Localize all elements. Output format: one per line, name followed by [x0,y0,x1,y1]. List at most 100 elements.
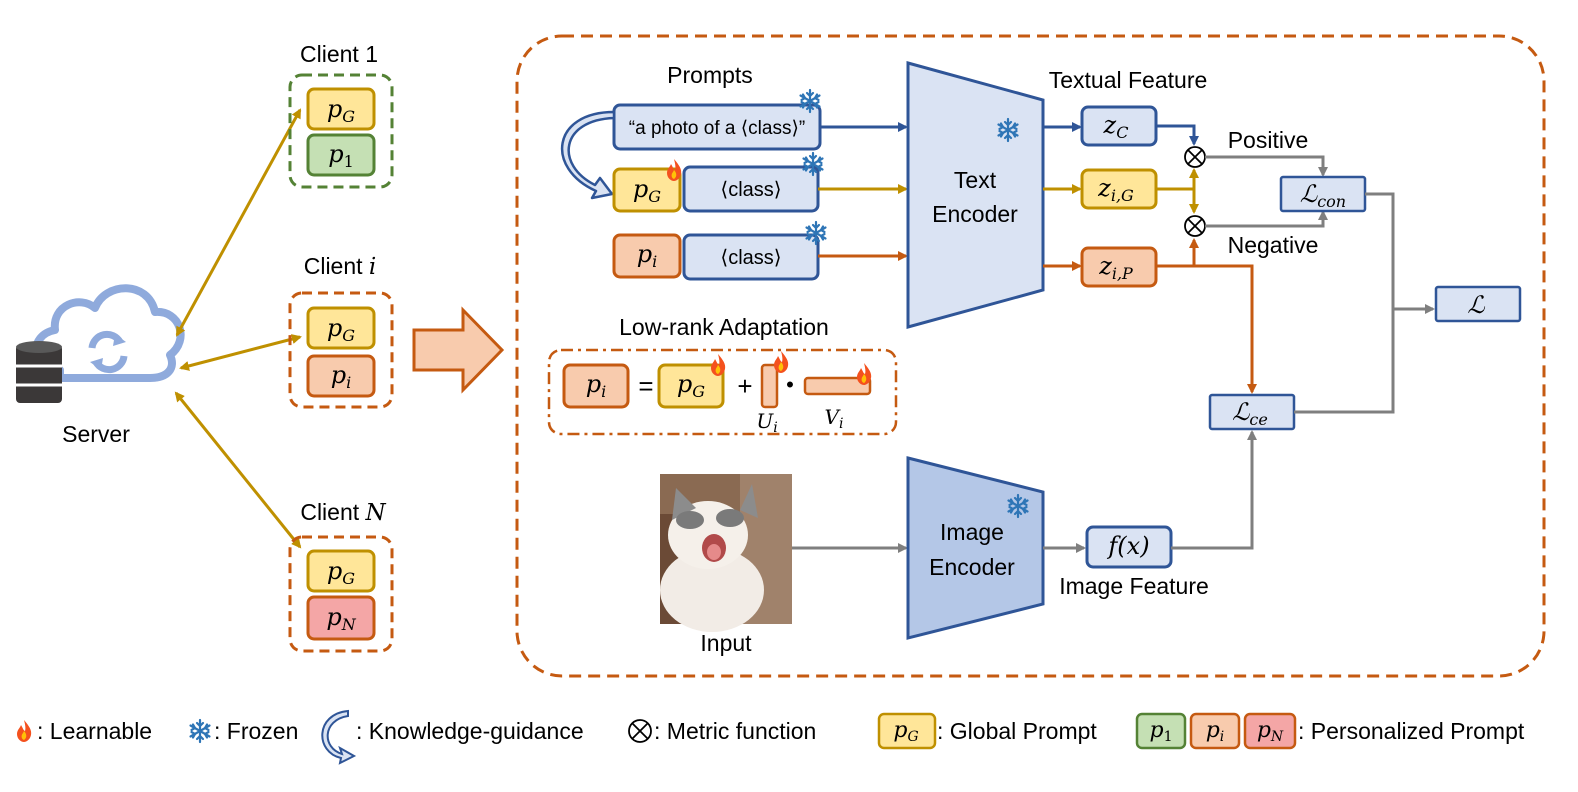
client-n-global-prompt-label: pG [327,557,355,588]
text-encoder: Text Encoder [906,61,1045,329]
negative-label: Negative [1228,232,1319,258]
personal-prompt-token [612,233,682,279]
guidance-icon [321,709,357,765]
image-encoder-line2: Encoder [929,554,1015,580]
legend-personalized-prompt: : Personalized Prompt [1298,718,1525,744]
client-i-box [288,291,394,409]
lora-lhs-prompt [562,363,630,409]
legend: : Learnable : Frozen : Knowledge-guidanc… [17,709,1525,765]
losses-merge-line [1294,192,1395,414]
client-1-personal-prompt-label: p1 [328,140,354,171]
text-encoder-line2: Encoder [932,201,1018,227]
client-1-global-prompt [306,87,376,131]
legend-p1-chip [1135,712,1187,750]
zig-to-positive-arrow [1156,168,1199,191]
positive-label: Positive [1228,127,1309,153]
fx-to-lce-arrow [1171,430,1257,550]
legend-global-prompt: : Global Prompt [937,718,1097,744]
legend-pn-chip-label: pN [1257,718,1284,745]
flame-icon [857,363,872,385]
client-detail-panel [515,34,1546,678]
client-n: Client N pG pN [288,499,394,653]
lora-global-label: pG [677,370,705,401]
cross-entropy-loss-label: ℒce [1232,398,1268,429]
lora-v-label: Vi [825,405,844,432]
flame-icon [711,354,726,376]
client-1-link-arrow [175,108,302,337]
lora-dot: • [786,372,794,397]
zip-to-lce-arrow [1156,264,1257,394]
lora-box [547,348,898,436]
contrastive-loss-label: ℒcon [1300,180,1346,211]
client-i-personal-prompt-label: pi [331,361,352,392]
z-ig-label: zi,G [1097,174,1134,205]
zip-to-negative-arrow [1156,238,1199,268]
class-token-2-label: ⟨class⟩ [720,247,781,269]
metric-icon [628,719,652,743]
legend-pi-chip [1189,712,1241,750]
input-image [660,474,792,632]
client-i: Client i pG pi [288,253,394,409]
negative-metric [1184,215,1206,237]
client-i-link-arrow [179,334,302,371]
client-i-personal-prompt [306,354,376,398]
client-n-box [288,535,394,653]
lora-global-prompt [657,363,725,409]
knowledge-guidance-arrow [560,110,616,200]
text-encoder-line1: Text [954,167,997,193]
client-1-title: Client 1 [300,41,378,67]
global-prompt-token [612,167,682,213]
personal-prompt-token-label: pi [637,240,658,271]
client-i-global-prompt [306,306,376,350]
client-1: Client 1 pG p1 [288,41,394,189]
flame-icon [774,351,789,373]
input-label: Input [700,630,752,656]
lora-u-matrix [760,363,779,409]
client-n-personal-prompt [306,595,376,641]
lora-plus: + [737,371,752,401]
textual-feature-title: Textual Feature [1049,67,1208,93]
image-encoder: Image Encoder [906,456,1045,640]
flame-icon [17,720,32,742]
total-loss [1434,285,1522,323]
cloud-icon [32,284,185,382]
image-feature-fx-label: f(x) [1106,532,1149,560]
lora-title: Low-rank Adaptation [619,314,829,340]
client-i-global-prompt-label: pG [327,314,355,345]
legend-frozen: : Frozen [214,718,298,744]
legend-guidance: : Knowledge-guidance [356,718,584,744]
lora-u-label: Ui [756,409,777,436]
legend-global-chip-label: pG [893,718,918,745]
client-n-title: Client N [300,499,386,526]
flame-icon [667,159,682,181]
positive-to-lcon-arrow [1205,155,1328,177]
global-prompt-token-label: pG [633,175,661,206]
lora-lhs-label: pi [586,370,607,401]
z-ip-label: zi,P [1098,252,1133,283]
legend-p1-chip-label: p1 [1149,718,1172,745]
expand-arrow [412,306,505,394]
class-token-1-label: ⟨class⟩ [720,179,781,201]
client-1-global-prompt-label: pG [327,95,355,126]
legend-global-chip [877,712,937,750]
server: Server [16,284,185,447]
legend-pi-chip-label: pi [1206,718,1225,745]
database-icon [16,341,62,403]
client-1-personal-prompt [306,133,376,177]
image-encoder-line1: Image [940,519,1004,545]
total-loss-label: ℒ [1467,291,1485,319]
lora-equals: = [638,371,653,401]
positive-metric [1184,146,1206,168]
template-prompt-text: “a photo of a ⟨class⟩” [629,118,805,139]
client-n-global-prompt [306,549,376,593]
client-n-personal-prompt-label: pN [326,603,356,634]
legend-learnable: : Learnable [37,718,152,744]
client-i-title: Client i [304,253,377,280]
legend-metric: : Metric function [654,718,816,744]
client-n-link-arrow [174,391,302,549]
zc-to-positive-arrow [1156,124,1199,146]
client-1-box [288,73,394,189]
server-label: Server [62,421,130,447]
frozen-icon [189,718,211,744]
